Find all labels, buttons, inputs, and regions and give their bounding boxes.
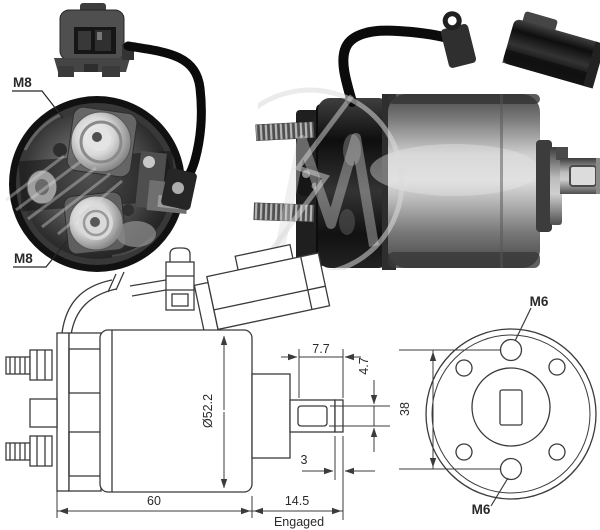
drawn-wire-terminal [165, 247, 195, 311]
m6-leader-bottom [490, 477, 509, 507]
terminal-bottom [63, 191, 127, 255]
m8-label-bottom: M8 [14, 251, 33, 266]
watermark-hatch [5, 154, 123, 236]
dim-travel: 14.5 [285, 494, 309, 508]
travel-caption: Engaged [274, 515, 324, 529]
m8-leader-bottom [13, 240, 68, 268]
dim-body-diameter: Ø52.2 [201, 394, 215, 428]
mount-hole-top [499, 338, 523, 362]
drawn-stud-bottom [5, 435, 53, 467]
connector-inner [440, 11, 477, 68]
drawing-front-view: 38 M6 M6 [398, 294, 597, 517]
photo-end-view: M8 M8 [5, 3, 206, 272]
wire [338, 25, 453, 107]
m6-leader-top [514, 307, 532, 342]
m8-label-top: M8 [13, 75, 32, 90]
m6-label-top: M6 [530, 294, 549, 309]
dim-body-length: 60 [147, 494, 161, 508]
photo-side-view [253, 11, 600, 270]
drawn-connector [193, 243, 331, 338]
m8-leader-top [12, 90, 64, 119]
dim-hole-height: 4.7 [357, 357, 371, 374]
mount-hole-bottom [499, 457, 523, 481]
m6-label-bottom: M6 [472, 502, 491, 517]
connector-plug-photo2 [502, 11, 600, 89]
drawing-side-view: 7.7 4.7 Ø52.2 60 14.5 Engaged 3 [5, 243, 390, 529]
zm-logo-watermark [258, 87, 405, 270]
connector-plug-photo [54, 3, 134, 77]
dim-gap: 3 [301, 453, 308, 467]
terminal-top [66, 106, 138, 178]
dim-mount-hole-spacing: 38 [398, 402, 412, 416]
drawn-stud-top [5, 349, 53, 381]
dim-plunger-width: 7.7 [312, 342, 329, 356]
